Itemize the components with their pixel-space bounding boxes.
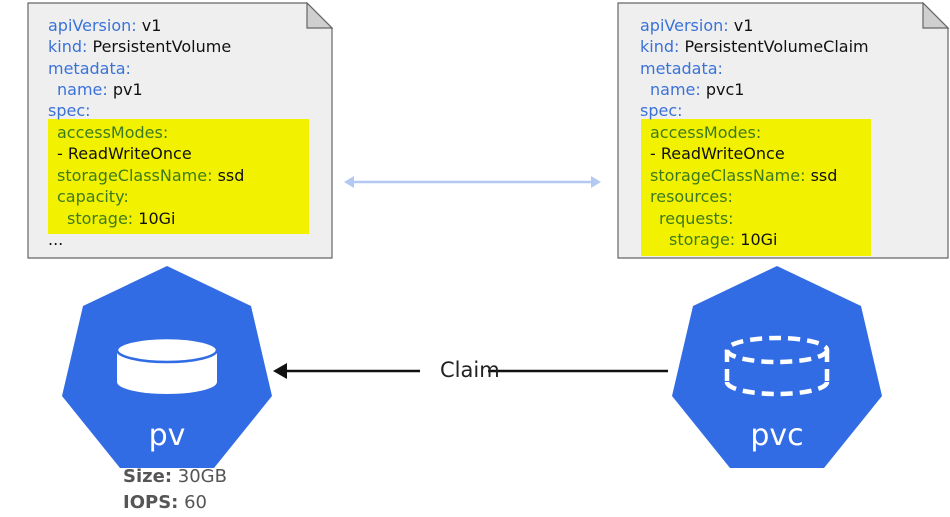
yaml-key: name: [650, 80, 696, 99]
yaml-value: PersistentVolumeClaim: [684, 37, 869, 56]
pv-iops: IOPS: 60: [123, 492, 207, 513]
pvc-node: [672, 266, 882, 468]
yaml-value: v1: [141, 16, 162, 35]
yaml-value: 10Gi: [740, 230, 778, 249]
highlighted-spec-block: [48, 119, 309, 234]
yaml-key: spec: [640, 101, 678, 120]
claim-arrow: [273, 363, 668, 379]
match-arrow: [344, 176, 601, 188]
yaml-value: pvc1: [705, 80, 745, 99]
disk-icon: [115, 336, 219, 394]
pvc-label: pvc: [750, 418, 804, 453]
yaml-value: - ReadWriteOnce: [650, 144, 785, 163]
yaml-key: storage: [669, 230, 730, 249]
pv-node: [62, 266, 272, 468]
yaml-key: storageClassName: [650, 166, 801, 185]
pv-manifest-document: apiVersion: v1 kind: PersistentVolume me…: [27, 2, 333, 260]
pv-label: pv: [148, 418, 186, 453]
pv-size: Size: 30GB: [123, 466, 227, 487]
yaml-value: ssd: [217, 166, 245, 185]
yaml-key: apiVersion: [48, 16, 132, 35]
yaml-key: apiVersion: [640, 16, 724, 35]
yaml-key: accessModes: [57, 123, 163, 142]
yaml-value: 10Gi: [138, 209, 176, 228]
yaml-value: ssd: [810, 166, 838, 185]
highlighted-spec-block: [641, 119, 871, 256]
yaml-value: - ReadWriteOnce: [57, 144, 192, 163]
yaml-value: PersistentVolume: [92, 37, 232, 56]
yaml-key: requests: [659, 209, 729, 228]
yaml-value: pv1: [112, 80, 143, 99]
yaml-key: metadata: [48, 59, 126, 78]
claim-label: Claim: [440, 358, 500, 382]
yaml-key: metadata: [640, 59, 718, 78]
ellipsis: ...: [48, 230, 64, 249]
pvc-manifest-document: apiVersion: v1 kind: PersistentVolumeCla…: [617, 2, 950, 260]
yaml-key: storageClassName: [57, 166, 208, 185]
yaml-key: resources: [650, 187, 728, 206]
yaml-value: v1: [733, 16, 754, 35]
dashed-disk-icon: [724, 335, 830, 397]
yaml-key: kind: [48, 37, 83, 56]
yaml-key: spec: [48, 101, 86, 120]
yaml-key: capacity: [57, 187, 124, 206]
yaml-key: accessModes: [650, 123, 756, 142]
yaml-key: name: [57, 80, 103, 99]
yaml-key: storage: [67, 209, 128, 228]
yaml-key: kind: [640, 37, 675, 56]
